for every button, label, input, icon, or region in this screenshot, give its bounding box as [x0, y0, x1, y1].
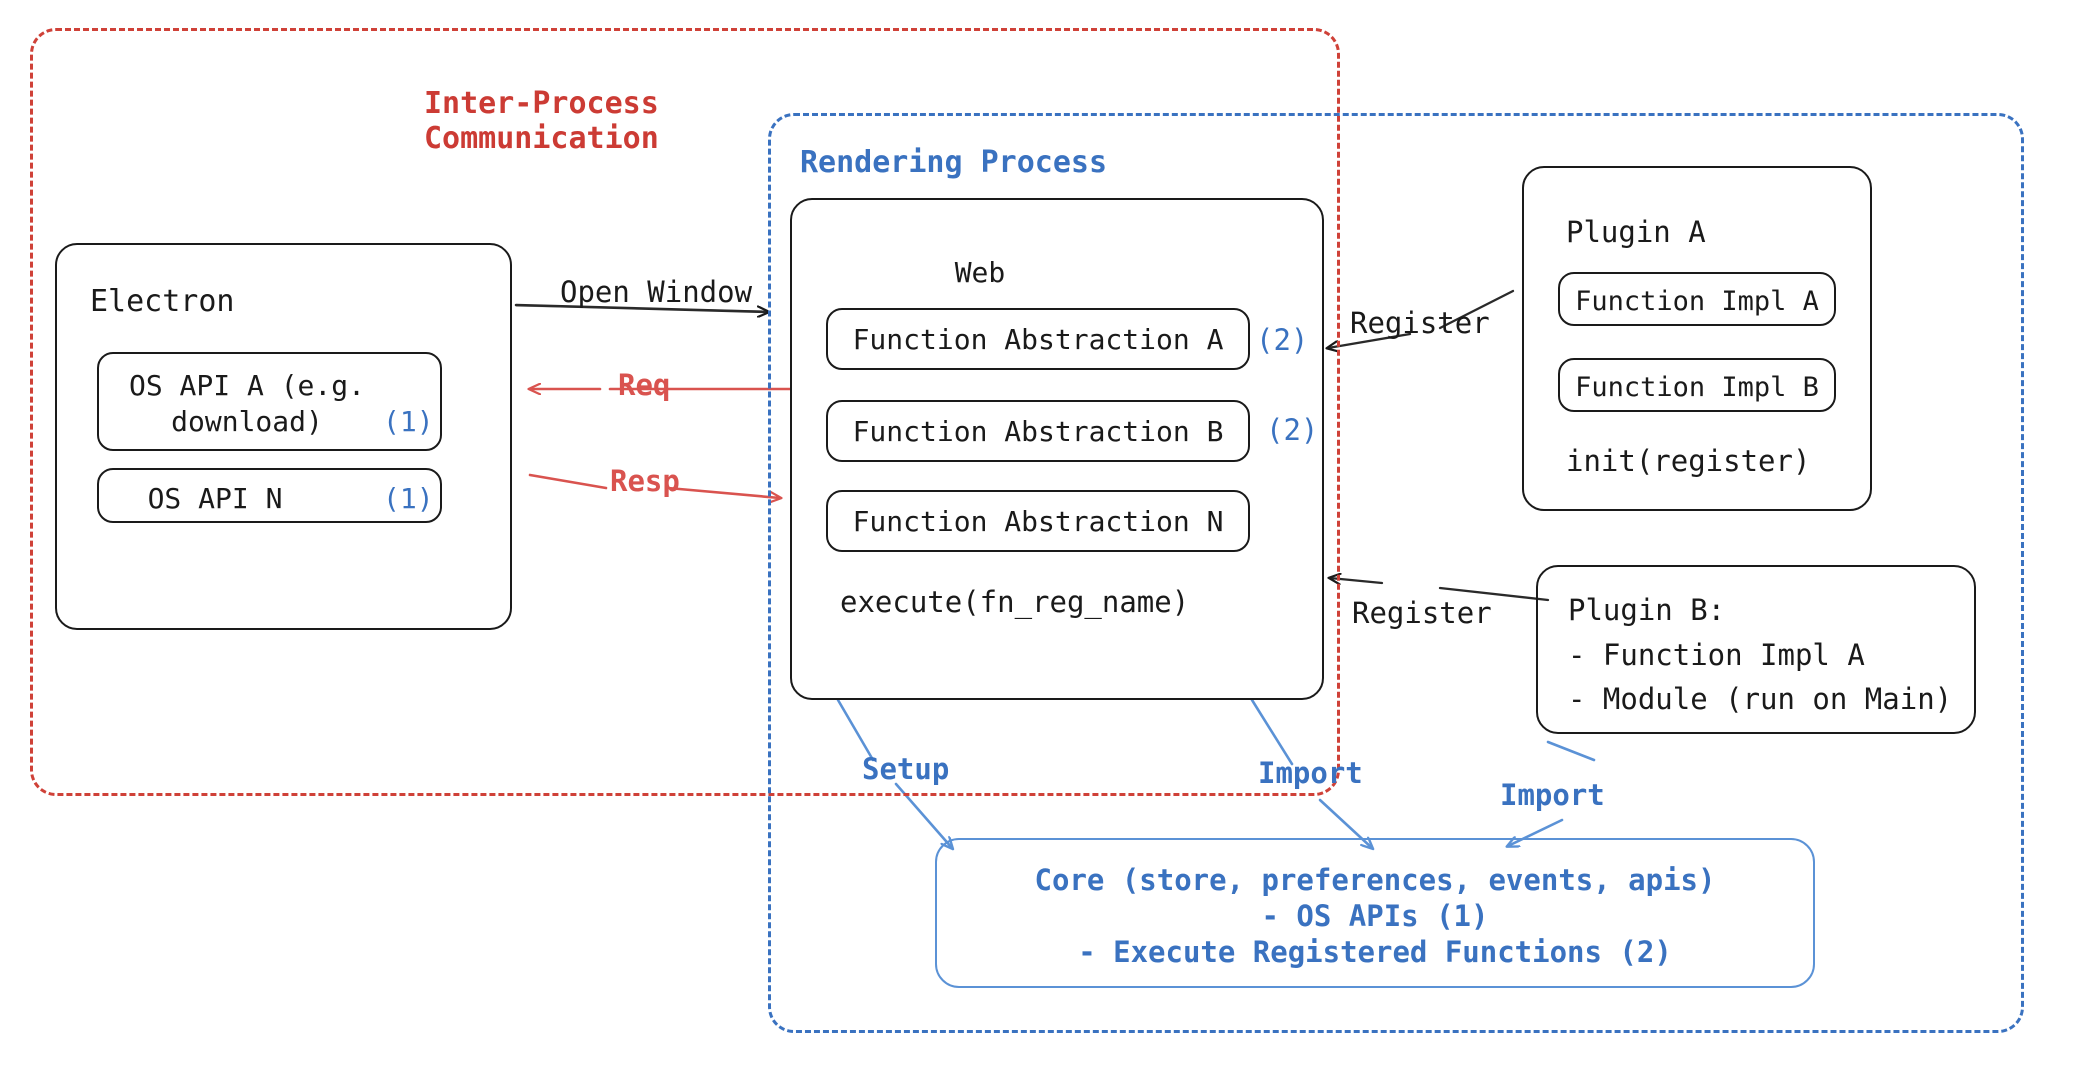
os-api-a-marker: (1) [383, 405, 434, 438]
edge-label-setup: Setup [862, 752, 950, 786]
plugin-b-item-function-impl-a: - Function Impl A [1568, 638, 1865, 672]
plugin-b-title: Plugin B: [1568, 593, 1726, 627]
plugin-a-init-label: init(register) [1566, 444, 1811, 478]
function-impl-b-label: Function Impl B [1575, 372, 1819, 403]
edge-label-register-plugin-b: Register [1352, 596, 1492, 630]
os-api-n-label: OS API N [147, 482, 283, 515]
function-impl-a-label: Function Impl A [1575, 286, 1819, 317]
electron-title: Electron [90, 284, 235, 319]
plugin-b-node [1536, 565, 1976, 734]
edge-label-import-plugin-b: Import [1500, 778, 1605, 812]
rendering-process-label: Rendering Process [800, 145, 1108, 180]
ipc-boundary-label-line1: Inter-Process [424, 86, 659, 121]
web-node [790, 198, 1324, 700]
ipc-boundary-label-line2: Communication [424, 121, 659, 156]
function-abstraction-b-label: Function Abstraction B [852, 415, 1224, 448]
core-node [935, 838, 1815, 988]
electron-node [55, 243, 512, 630]
plugin-a-title: Plugin A [1566, 215, 1706, 249]
os-api-n-marker: (1) [383, 482, 434, 515]
os-api-a-node [97, 352, 442, 451]
os-api-a-label: OS API A (e.g. download) [128, 369, 365, 438]
os-api-n-node [97, 468, 442, 523]
web-title: Web [954, 256, 1006, 289]
edge-label-req: Req [618, 368, 671, 402]
web-execute-label: execute(fn_reg_name) [840, 585, 1190, 619]
plugin-b-item-module: - Module (run on Main) [1568, 682, 1953, 716]
boundary-inter-process-communication [30, 28, 1340, 796]
edge-label-register-plugin-a: Register [1350, 306, 1490, 340]
function-abstraction-n-label: Function Abstraction N [852, 505, 1224, 538]
edge-label-open-window: Open Window [560, 275, 753, 309]
function-impl-b-node [1558, 358, 1836, 412]
function-abstraction-a-marker: (2) [1256, 323, 1309, 357]
function-abstraction-b-node [826, 400, 1250, 462]
edge-label-import-web: Import [1258, 756, 1363, 790]
core-line-2: - OS APIs (1) [1261, 899, 1489, 933]
core-line-3: - Execute Registered Functions (2) [1078, 935, 1672, 969]
function-abstraction-a-node [826, 308, 1250, 370]
function-abstraction-n-node [826, 490, 1250, 552]
core-line-1: Core (store, preferences, events, apis) [1034, 863, 1716, 897]
plugin-a-node [1522, 166, 1872, 511]
function-abstraction-a-label: Function Abstraction A [852, 323, 1224, 356]
boundary-rendering-process [768, 113, 2024, 1033]
function-impl-a-node [1558, 272, 1836, 326]
function-abstraction-b-marker: (2) [1266, 413, 1319, 447]
edge-label-resp: Resp [610, 464, 680, 498]
